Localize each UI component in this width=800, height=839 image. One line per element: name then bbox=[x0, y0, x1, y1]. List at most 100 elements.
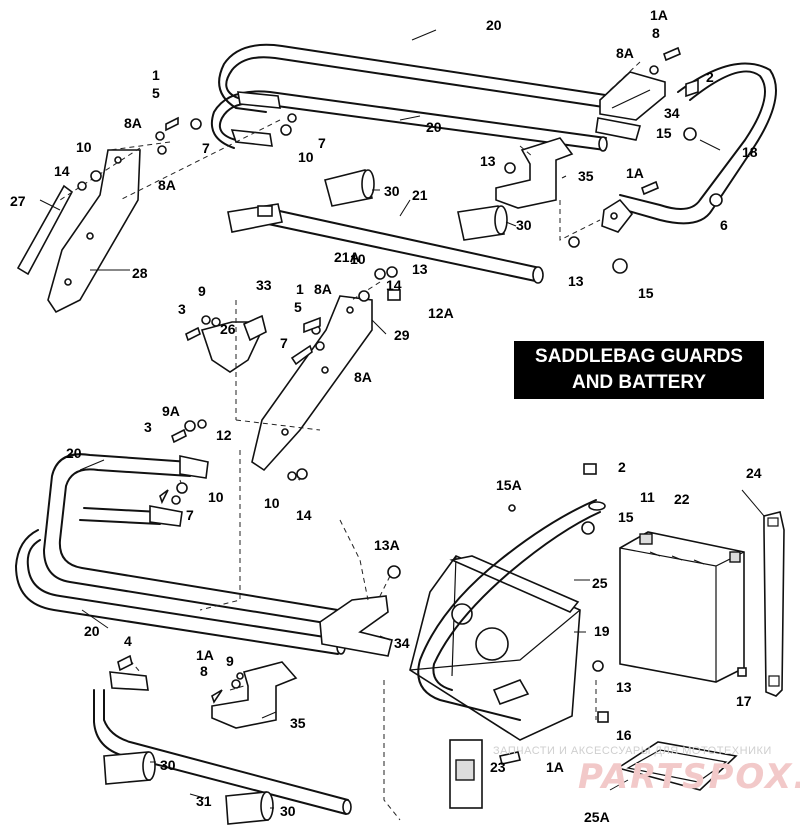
battery-22 bbox=[619, 531, 745, 683]
callout: 28 bbox=[132, 265, 148, 281]
callout: 34 bbox=[394, 635, 410, 651]
battery-pad-25A bbox=[616, 741, 738, 791]
callout: 9 bbox=[198, 283, 206, 299]
callout: 30 bbox=[516, 217, 532, 233]
callout: 1 bbox=[296, 281, 304, 297]
callout: 9 bbox=[226, 653, 234, 669]
callout: 11 bbox=[640, 489, 655, 505]
callout: 29 bbox=[394, 327, 410, 343]
callout: 1A bbox=[196, 647, 214, 663]
callout: 15 bbox=[618, 509, 634, 525]
callout: 33 bbox=[256, 277, 272, 293]
center-plate-29 bbox=[251, 295, 373, 472]
callout: 10 bbox=[264, 495, 280, 511]
callout: 13 bbox=[568, 273, 584, 289]
callout: 19 bbox=[594, 623, 610, 639]
lower-guard-rail-20 bbox=[15, 453, 351, 655]
bracket-26 bbox=[200, 314, 267, 373]
callout: 4 bbox=[124, 633, 132, 649]
callout: 22 bbox=[674, 491, 690, 507]
callout: 30 bbox=[384, 183, 400, 199]
diagram-title: SADDLEBAG GUARDS AND BATTERY bbox=[514, 341, 764, 399]
callout: 34 bbox=[664, 105, 680, 121]
callout: 8A bbox=[616, 45, 634, 61]
callout: 27 bbox=[10, 193, 26, 209]
watermark-logo: PARTSPOX.RU bbox=[578, 757, 800, 797]
callout: 35 bbox=[578, 168, 594, 184]
callout: 15 bbox=[656, 125, 672, 141]
callout: 10 bbox=[76, 139, 92, 155]
trim-bar-27 bbox=[16, 184, 74, 276]
callout: 14 bbox=[296, 507, 312, 523]
callout: 10 bbox=[350, 251, 366, 267]
callout: 13 bbox=[412, 261, 428, 277]
callout: 25 bbox=[592, 575, 608, 591]
title-line-2: AND BATTERY bbox=[571, 372, 707, 393]
watermark-caption: ЗАПЧАСТИ И АКСЕССУАРЫ ДЛЯ МОТОТЕХНИКИ bbox=[493, 745, 772, 757]
callout: 10 bbox=[208, 489, 224, 505]
callout: 30 bbox=[280, 803, 296, 819]
battery-tray-19 bbox=[409, 555, 581, 741]
callout: 1 bbox=[152, 67, 160, 83]
callout: 24 bbox=[746, 465, 762, 481]
callout: 18 bbox=[742, 144, 758, 160]
callout: 1A bbox=[626, 165, 644, 181]
spacer-30-b bbox=[457, 205, 508, 241]
callout: 12 bbox=[216, 427, 232, 443]
callout: 2 bbox=[706, 69, 714, 85]
callout: 7 bbox=[318, 135, 326, 151]
callout: 31 bbox=[196, 793, 212, 809]
callout: 8A bbox=[314, 281, 332, 297]
rear-tube-21 bbox=[227, 203, 544, 284]
callout: 3 bbox=[178, 301, 186, 317]
callout: 8 bbox=[652, 25, 660, 41]
callout: 20 bbox=[66, 445, 82, 461]
side-guard-18 bbox=[601, 62, 777, 233]
leader-lines bbox=[39, 29, 765, 809]
callout: 20 bbox=[84, 623, 100, 639]
callout: 7 bbox=[280, 335, 288, 351]
callout: 6 bbox=[720, 217, 728, 233]
callout: 10 bbox=[298, 149, 314, 165]
callout: 8A bbox=[124, 115, 142, 131]
callout: 1A bbox=[546, 759, 564, 775]
callout: 15A bbox=[496, 477, 522, 493]
upper-guard-rail-20 bbox=[210, 43, 613, 152]
callout: 25A bbox=[584, 809, 610, 825]
callout: 13 bbox=[616, 679, 632, 695]
callout: 14 bbox=[386, 277, 402, 293]
callout: 20 bbox=[426, 119, 442, 135]
callout: 17 bbox=[736, 693, 752, 709]
callout: 21A bbox=[334, 249, 360, 265]
rear-bracket-34 bbox=[595, 71, 666, 141]
callout: 3 bbox=[144, 419, 152, 435]
callout: 5 bbox=[294, 299, 302, 315]
callout: 2 bbox=[618, 459, 626, 475]
spacer-30-d bbox=[225, 791, 274, 825]
callout: 8A bbox=[158, 177, 176, 193]
callout: 7 bbox=[186, 507, 194, 523]
callout: 16 bbox=[616, 727, 632, 743]
callout: 8A bbox=[354, 369, 372, 385]
callout: 7 bbox=[202, 140, 210, 156]
callout: 1A bbox=[650, 7, 668, 23]
callout: 23 bbox=[490, 759, 506, 775]
clamp-35-top bbox=[495, 137, 574, 209]
callout: 14 bbox=[54, 163, 70, 179]
callout: 13A bbox=[374, 537, 400, 553]
spacer-30-a bbox=[324, 169, 375, 207]
callout: 26 bbox=[220, 321, 236, 337]
callout: 9A bbox=[162, 403, 180, 419]
clamp-35-bottom bbox=[211, 661, 298, 729]
callout: 8 bbox=[200, 663, 208, 679]
tray-guard-tube bbox=[417, 499, 606, 721]
callout: 20 bbox=[486, 17, 502, 33]
title-line-1: SADDLEBAG GUARDS bbox=[535, 346, 743, 367]
callout: 35 bbox=[290, 715, 306, 731]
mount-bracket-28 bbox=[47, 149, 141, 314]
callout: 15 bbox=[638, 285, 654, 301]
front-tube-31 bbox=[93, 671, 352, 815]
battery-strap-24 bbox=[763, 511, 785, 697]
